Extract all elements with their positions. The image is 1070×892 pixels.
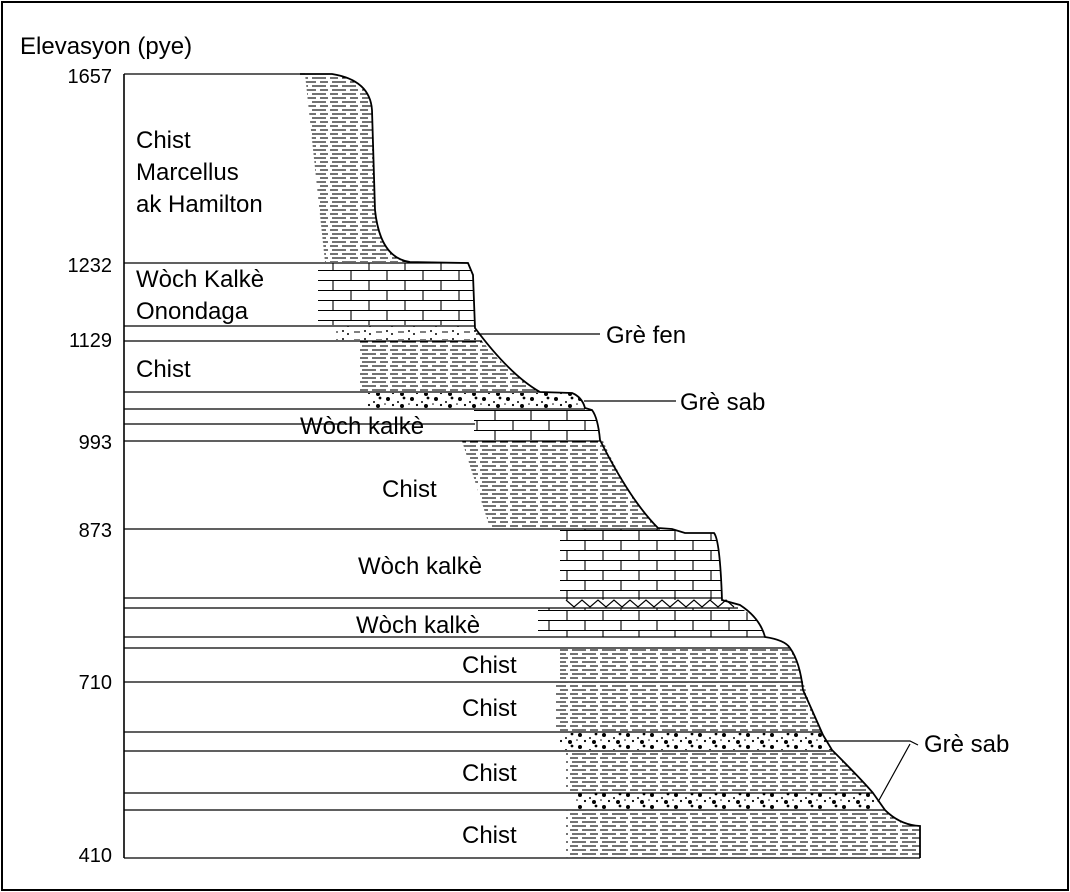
tick-label-1129: 1129 xyxy=(69,330,112,352)
callout-line-sandstone-lower xyxy=(826,740,919,803)
layer-boundary-lines xyxy=(124,73,920,859)
label-marcellus-line-3: ak Hamilton xyxy=(136,191,263,218)
label-shale-4: Chist xyxy=(462,695,517,722)
layer-zigzag xyxy=(565,599,735,608)
layer-shale-2 xyxy=(462,441,658,528)
profile-outline xyxy=(300,73,921,858)
label-limestone-1: Wòch kalkè xyxy=(300,413,424,440)
label-shale-6: Chist xyxy=(462,822,517,849)
layer-sandstone-1 xyxy=(366,393,585,409)
label-shale-1: Chist xyxy=(136,356,191,383)
label-shale-3: Chist xyxy=(462,652,517,679)
layer-sandstone-2 xyxy=(560,733,832,750)
callout-sandstone-upper: Grè sab xyxy=(680,389,765,416)
label-shale-5: Chist xyxy=(462,760,517,787)
callout-sandstone-lower: Grè sab xyxy=(924,731,1009,758)
rock-profile xyxy=(305,74,920,858)
callouts: Grè fen Grè sab Grè sab xyxy=(476,322,1009,803)
layer-onondaga-limestone xyxy=(318,263,474,325)
tick-label-1232: 1232 xyxy=(68,255,113,277)
label-marcellus-line-2: Marcellus xyxy=(136,159,239,186)
label-onondaga-line-2: Onondaga xyxy=(136,298,249,325)
label-onondaga-line-1: Wòch Kalkè xyxy=(136,266,264,293)
tick-label-1657: 1657 xyxy=(68,66,113,88)
tick-label-410: 410 xyxy=(79,845,112,867)
label-limestone-3: Wòch kalkè xyxy=(356,612,480,639)
layer-labels: Chist Marcellus ak Hamilton Wòch Kalkè O… xyxy=(136,127,517,849)
layer-sandstone-3 xyxy=(576,793,884,809)
label-limestone-2: Wòch kalkè xyxy=(358,553,482,580)
layer-shale-4 xyxy=(556,682,822,732)
layer-limestone-3 xyxy=(538,608,765,637)
layer-limestone-2 xyxy=(560,529,722,600)
tick-label-710: 710 xyxy=(79,672,112,694)
layer-shale-3 xyxy=(560,648,802,681)
y-axis-title: Elevasyon (pye) xyxy=(20,33,192,60)
label-shale-2: Chist xyxy=(382,476,437,503)
elevation-tick-labels: 1657 1232 1129 993 873 710 410 xyxy=(68,66,113,867)
layer-limestone-1 xyxy=(474,410,600,440)
label-marcellus-line-1: Chist xyxy=(136,127,191,154)
layer-shale-1 xyxy=(360,341,540,392)
callout-fine-sandstone: Grè fen xyxy=(606,322,686,349)
tick-label-873: 873 xyxy=(79,520,112,542)
layer-marcellus-shale xyxy=(305,74,410,262)
layer-shale-5 xyxy=(566,751,872,792)
tick-label-993: 993 xyxy=(79,432,112,454)
layer-fine-sandstone xyxy=(336,326,481,340)
layer-shale-6 xyxy=(566,810,920,858)
